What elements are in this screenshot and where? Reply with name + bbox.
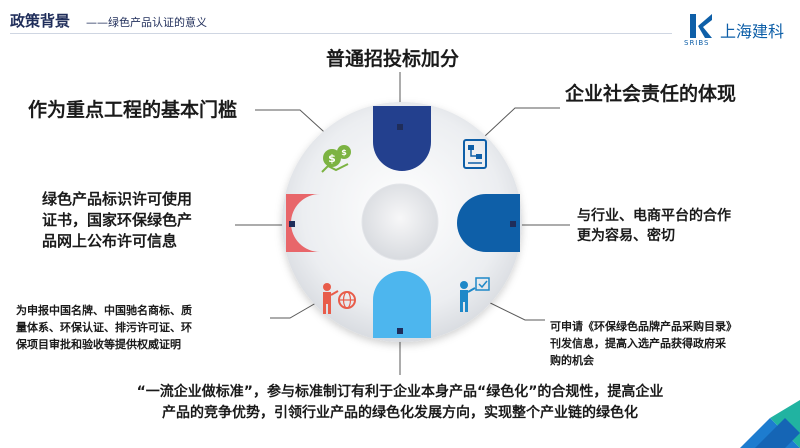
dot-bottom	[397, 328, 403, 334]
brand-logo: 上海建科 SRIBS	[684, 14, 794, 50]
logo-name: 上海建科	[720, 22, 785, 41]
label-bottom-left-line-3: 保项目审批和验收等提供权威证明	[16, 338, 181, 351]
label-bottom-right-line-2: 刊发信息，提高入选产品获得政府采	[550, 337, 726, 350]
document-flow-icon	[463, 139, 487, 169]
presenter-globe-icon	[323, 283, 356, 314]
label-left: 绿色产品标识许可使用 证书，国家环保绿色产 品网上公布许可信息	[42, 189, 192, 252]
money-icon: $ $	[321, 145, 351, 173]
dot-top	[397, 124, 403, 130]
label-left-line-3: 品网上公布许可信息	[42, 232, 178, 250]
label-bottom-right: 可申请《环保绿色品牌产品采购目录》 刊发信息，提高入选产品获得政府采 购的机会	[550, 318, 737, 369]
header-divider	[10, 33, 672, 34]
center-hub	[361, 183, 439, 261]
svg-text:$: $	[341, 148, 347, 157]
petal-right	[457, 194, 520, 252]
label-bottom: “一流企业做标准”，参与标准制订有利于企业本身产品“绿色化”的合规性，提高企业 …	[100, 382, 700, 424]
label-bottom-left-line-2: 量体系、环保认证、排污许可证、环	[16, 321, 192, 334]
connector-dots	[289, 124, 516, 334]
label-bottom-line-1: “一流企业做标准”，参与标准制订有利于企业本身产品“绿色化”的合规性，提高企业	[136, 384, 664, 400]
label-top-right: 企业社会责任的体现	[565, 83, 737, 105]
label-right-line-1: 与行业、电商平台的合作	[577, 208, 731, 224]
label-right: 与行业、电商平台的合作 更为容易、密切	[577, 206, 731, 246]
label-bottom-right-line-1: 可申请《环保绿色品牌产品采购目录》	[550, 320, 737, 333]
label-bottom-left-line-1: 为申报中国名牌、中国驰名商标、质	[16, 304, 192, 317]
petal-left	[286, 194, 320, 252]
label-left-line-1: 绿色产品标识许可使用	[42, 190, 193, 208]
logo-mark-icon	[690, 14, 712, 38]
header-title: 政策背景	[10, 12, 71, 30]
label-bottom-line-2: 产品的竞争优势，引领行业产品的绿色化发展方向，实现整个产业链的绿色化	[162, 405, 638, 421]
label-right-line-2: 更为容易、密切	[577, 228, 675, 244]
corner-decoration	[740, 400, 800, 448]
header-subtitle: ——绿色产品认证的意义	[86, 16, 207, 29]
label-bottom-left: 为申报中国名牌、中国驰名商标、质 量体系、环保认证、排污许可证、环 保项目审批和…	[16, 302, 192, 353]
label-top: 普通招投标加分	[326, 48, 460, 70]
logo-abbr: SRIBS	[684, 39, 710, 47]
label-bottom-right-line-3: 购的机会	[550, 354, 594, 367]
dot-left	[289, 221, 295, 227]
person-checklist-icon	[460, 277, 490, 312]
label-top-left: 作为重点工程的基本门槛	[28, 99, 238, 121]
petal-top	[373, 106, 431, 171]
dot-right	[510, 221, 516, 227]
label-left-line-2: 证书，国家环保绿色产	[42, 211, 193, 229]
petal-bottom	[373, 271, 431, 338]
svg-text:$: $	[328, 152, 336, 165]
